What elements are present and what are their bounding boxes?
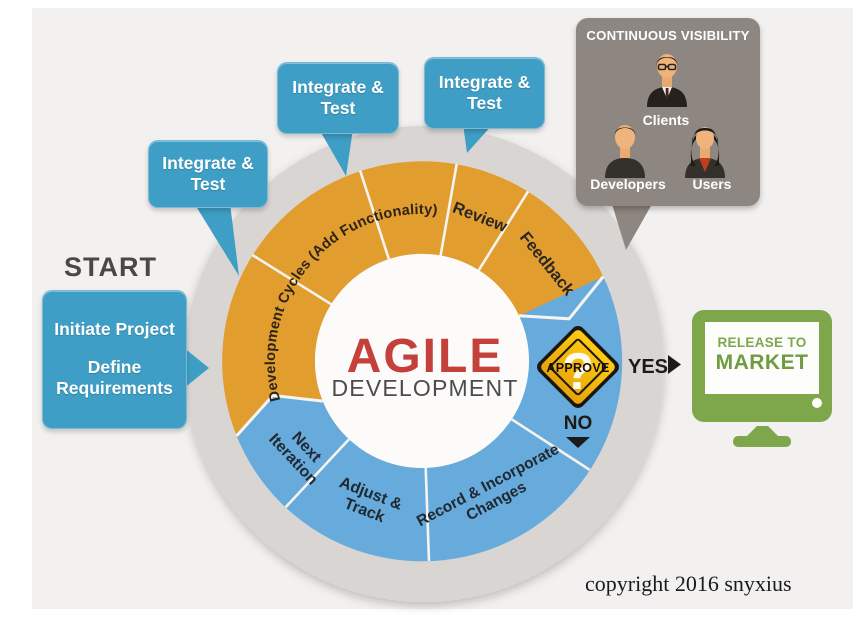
svg-text:APPROVE: APPROVE xyxy=(546,361,609,375)
start-label: START xyxy=(64,252,157,282)
copyright-text: copyright 2016 snyxius xyxy=(585,571,792,596)
center-circle xyxy=(315,254,529,468)
member-label-users: Users xyxy=(692,176,732,192)
define-requirements-label: Define Requirements xyxy=(56,356,173,399)
arrow-down-icon xyxy=(566,437,590,448)
orange-segment-arc xyxy=(222,161,604,436)
segment-dividers xyxy=(251,163,591,561)
visibility-box-tail xyxy=(612,204,652,250)
person-icon-clients xyxy=(647,54,687,107)
bubble-label: Integrate & Test xyxy=(292,77,384,118)
initiate-project-label: Initiate Project xyxy=(54,319,175,340)
arrow-right-icon xyxy=(668,355,681,374)
no-label: NO xyxy=(564,413,593,434)
integrate-test-bubble-1: Integrate & Test xyxy=(148,140,268,208)
bubble-label: Integrate & Test xyxy=(438,72,531,113)
member-label-clients: Clients xyxy=(642,112,690,128)
approve-sign: ? APPROVE xyxy=(537,326,619,408)
bubble-tails xyxy=(183,124,493,389)
continuous-visibility-panel: CONTINUOUS VISIBILITY Clients Developers xyxy=(576,18,760,206)
initiate-project-bubble: Initiate Project Define Requirements xyxy=(42,290,187,429)
blue-segment-arc xyxy=(236,276,623,562)
integrate-test-bubble-3: Integrate & Test xyxy=(424,57,545,129)
yes-label: YES xyxy=(628,356,668,378)
question-mark-icon: ? xyxy=(562,343,594,401)
visibility-title: CONTINUOUS VISIBILITY xyxy=(586,28,750,43)
person-icon-users xyxy=(685,127,725,178)
bubble-label: Integrate & Test xyxy=(162,153,254,194)
flow-chevron-dividers xyxy=(235,275,605,437)
release-line1: RELEASE TO xyxy=(717,335,806,350)
member-label-developers: Developers xyxy=(590,176,666,192)
center-subtitle: DEVELOPMENT xyxy=(331,375,518,401)
release-line2: MARKET xyxy=(716,351,809,374)
integrate-test-bubble-2: Integrate & Test xyxy=(277,62,399,134)
center-title: AGILE xyxy=(347,330,504,383)
person-icon-developers xyxy=(605,125,645,178)
monitor-icon: RELEASE TO MARKET xyxy=(692,310,832,447)
